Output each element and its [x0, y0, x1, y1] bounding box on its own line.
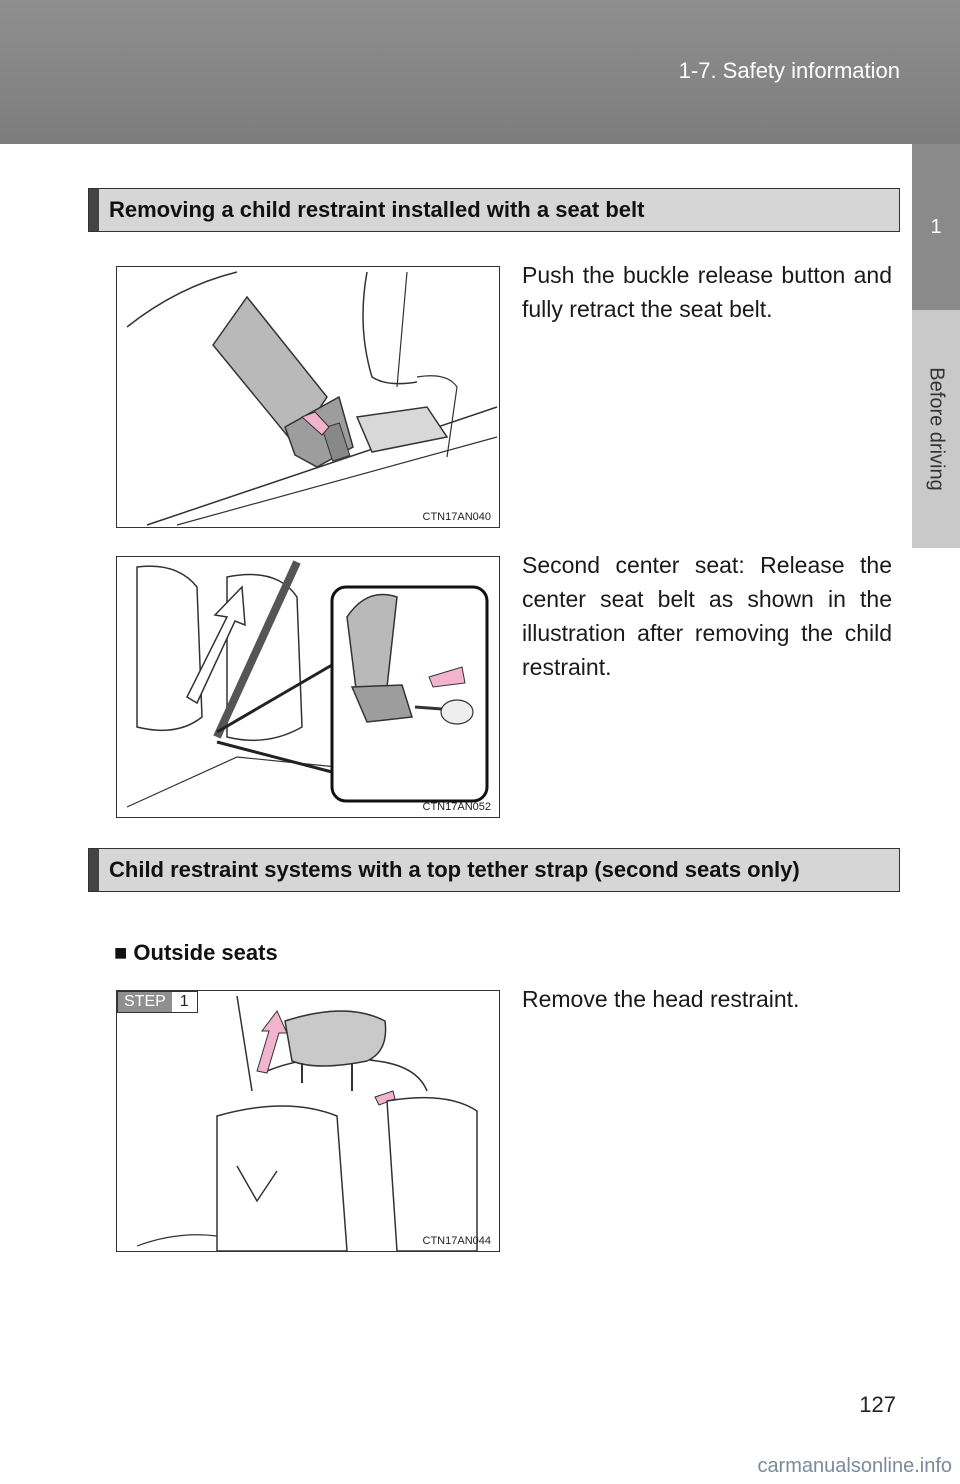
instruction-buckle-release: Push the buckle release button and fully… [522, 262, 892, 322]
section-heading-remove-restraint: Removing a child restraint installed wit… [88, 188, 900, 232]
figure-code: CTN17AN052 [422, 801, 491, 813]
figure-code: CTN17AN044 [422, 1235, 491, 1247]
section-title: 1-7. Safety information [678, 58, 900, 83]
figure-center-seat-release: CTN17AN052 [116, 556, 500, 818]
step-label: STEP [118, 992, 172, 1012]
step-number: 1 [171, 992, 197, 1012]
buckle-illustration [126, 271, 498, 526]
figure-code: CTN17AN040 [422, 511, 491, 523]
heading-text: Child restraint systems with a top tethe… [109, 857, 800, 882]
subheading-outside-seats: ■ Outside seats [114, 940, 278, 965]
section-heading-top-tether: Child restraint systems with a top tethe… [88, 848, 900, 892]
watermark: carmanualsonline.info [757, 1455, 952, 1477]
instruction-remove-head-restraint: Remove the head restraint. [522, 986, 800, 1012]
page-header: 1-7. Safety information [0, 0, 960, 144]
step-badge: STEP 1 [117, 991, 198, 1013]
heading-text: Removing a child restraint installed wit… [109, 197, 645, 222]
chapter-number-tab: 1 [912, 144, 960, 310]
center-seat-illustration [126, 560, 489, 808]
figure-remove-head-restraint: STEP 1 CTN17AN044 [116, 990, 500, 1252]
chapter-tab: Before driving [912, 310, 960, 548]
chapter-tab-label: Before driving [925, 367, 948, 491]
head-restraint-illustration [136, 995, 478, 1251]
figure-buckle-release: CTN17AN040 [116, 266, 500, 528]
instruction-center-seat: Second center seat: Release the center s… [522, 552, 892, 680]
page-number: 127 [859, 1392, 896, 1417]
